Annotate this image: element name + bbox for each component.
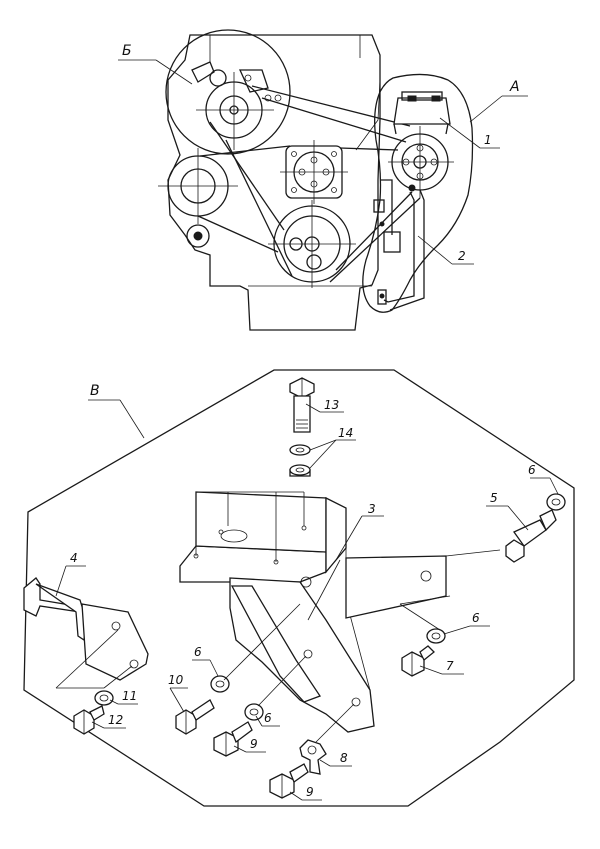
bolt-13 <box>289 377 315 433</box>
bolt-9-upper <box>213 721 253 757</box>
leader-lines-top <box>118 59 528 265</box>
callout-part-6-right: 6 <box>472 611 480 625</box>
callout-part-10: 10 <box>168 673 184 687</box>
callout-view-b: Б <box>122 43 132 59</box>
engine-front-view: Б А 1 2 <box>118 29 528 331</box>
callout-part-1: 1 <box>484 133 492 147</box>
callout-part-13: 13 <box>324 398 339 412</box>
callout-part-5: 5 <box>490 491 498 505</box>
washer-6-left <box>210 675 230 693</box>
callout-part-8: 8 <box>340 751 348 765</box>
callout-part-3: 3 <box>368 502 376 516</box>
bolt-9-lower <box>269 763 309 799</box>
callout-part-6-left: 6 <box>194 645 202 659</box>
washer-11 <box>94 690 114 706</box>
pump-bracket-pipe <box>373 179 425 311</box>
callout-part-7: 7 <box>446 659 454 673</box>
exploded-view-v: В 13 14 <box>23 369 575 807</box>
callout-part-9-lower: 9 <box>306 785 314 799</box>
bolt-10 <box>175 699 215 735</box>
lock-washer-8 <box>299 739 327 775</box>
drive-belts <box>197 85 421 283</box>
pulley-large-b <box>165 29 291 155</box>
callout-part-4: 4 <box>70 551 78 565</box>
stud-5 <box>505 509 557 563</box>
callout-part-9-upper: 9 <box>250 737 258 751</box>
washers-14 <box>289 444 311 477</box>
callout-part-6-middle: 6 <box>264 711 272 725</box>
washer-6-stud <box>546 493 566 511</box>
callout-part-12: 12 <box>108 713 123 727</box>
callout-part-6-stud: 6 <box>528 463 536 477</box>
callout-view-v: В <box>90 383 100 399</box>
callout-part-11: 11 <box>122 689 137 703</box>
view-a-region <box>362 73 474 313</box>
washer-6-right <box>426 628 446 644</box>
callout-view-a: А <box>509 79 520 95</box>
callout-part-14: 14 <box>338 426 353 440</box>
view-v-boundary <box>23 369 575 807</box>
bolt-7 <box>401 645 435 677</box>
bolt-12 <box>73 705 105 735</box>
bracket-4 <box>23 577 149 681</box>
callout-part-2: 2 <box>458 249 466 263</box>
power-steering-pump <box>388 91 454 198</box>
washer-6-middle <box>244 703 264 721</box>
main-bracket-3 <box>179 491 447 733</box>
